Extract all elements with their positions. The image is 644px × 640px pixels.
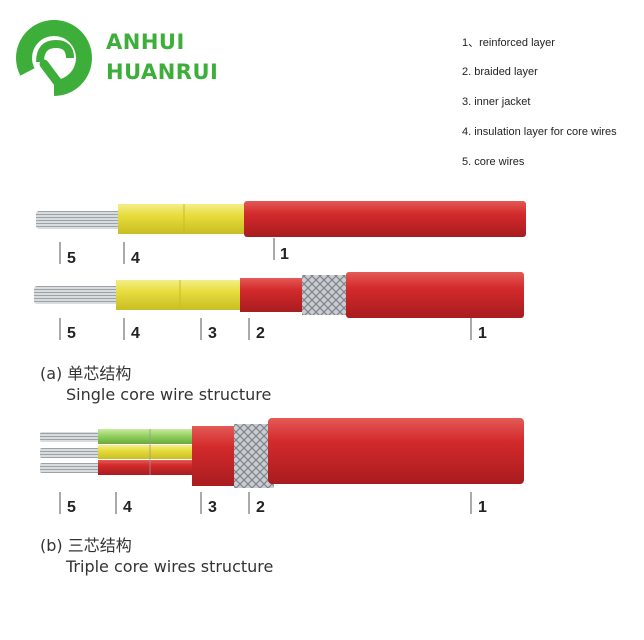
label-a1-1: 1	[280, 246, 289, 263]
caption-b-en: Triple core wires structure	[66, 557, 274, 576]
legend-item-4: 4. insulation layer for core wires	[462, 126, 617, 138]
caption-a: (a) 单芯结构 Single core wire structure	[40, 360, 271, 404]
label-b-1: 1	[478, 499, 487, 516]
caption-a-prefix: (a)	[40, 364, 63, 383]
label-a1-4: 4	[131, 250, 140, 267]
legend-item-5: 5. core wires	[462, 156, 525, 168]
label-a2-2: 2	[256, 325, 265, 342]
label-b-3: 3	[208, 499, 217, 516]
label-a2-3: 3	[208, 325, 217, 342]
legend-item-1: 1、reinforced layer	[462, 37, 555, 49]
brand-name-line1: ANHUI	[106, 30, 185, 54]
cable-a1	[36, 201, 526, 237]
label-a2-1: 1	[478, 325, 487, 342]
labels-b: 5 4 3 2 1	[59, 492, 487, 516]
legend-item-3: 3. inner jacket	[462, 96, 531, 108]
caption-b-prefix: (b)	[40, 536, 63, 555]
legend-item-2: 2. braided layer	[462, 66, 538, 78]
label-b-4: 4	[123, 499, 132, 516]
company-logo	[16, 20, 92, 98]
label-a1-5: 5	[67, 250, 76, 267]
cable-b	[40, 418, 524, 488]
caption-b-cn: 三芯结构	[67, 536, 132, 555]
label-a2-5: 5	[67, 325, 76, 342]
caption-a-en: Single core wire structure	[66, 385, 272, 404]
labels-a2: 5 4 3 2 1	[59, 318, 487, 342]
label-b-2: 2	[256, 499, 265, 516]
cable-a2	[34, 272, 524, 318]
caption-b: (b) 三芯结构 Triple core wires structure	[40, 532, 273, 576]
labels-a1: 5 4 1	[59, 238, 289, 267]
caption-a-cn: 单芯结构	[67, 364, 132, 383]
label-a2-4: 4	[131, 325, 140, 342]
label-b-5: 5	[67, 499, 76, 516]
brand-name-line2: HUANRUI	[106, 60, 219, 84]
